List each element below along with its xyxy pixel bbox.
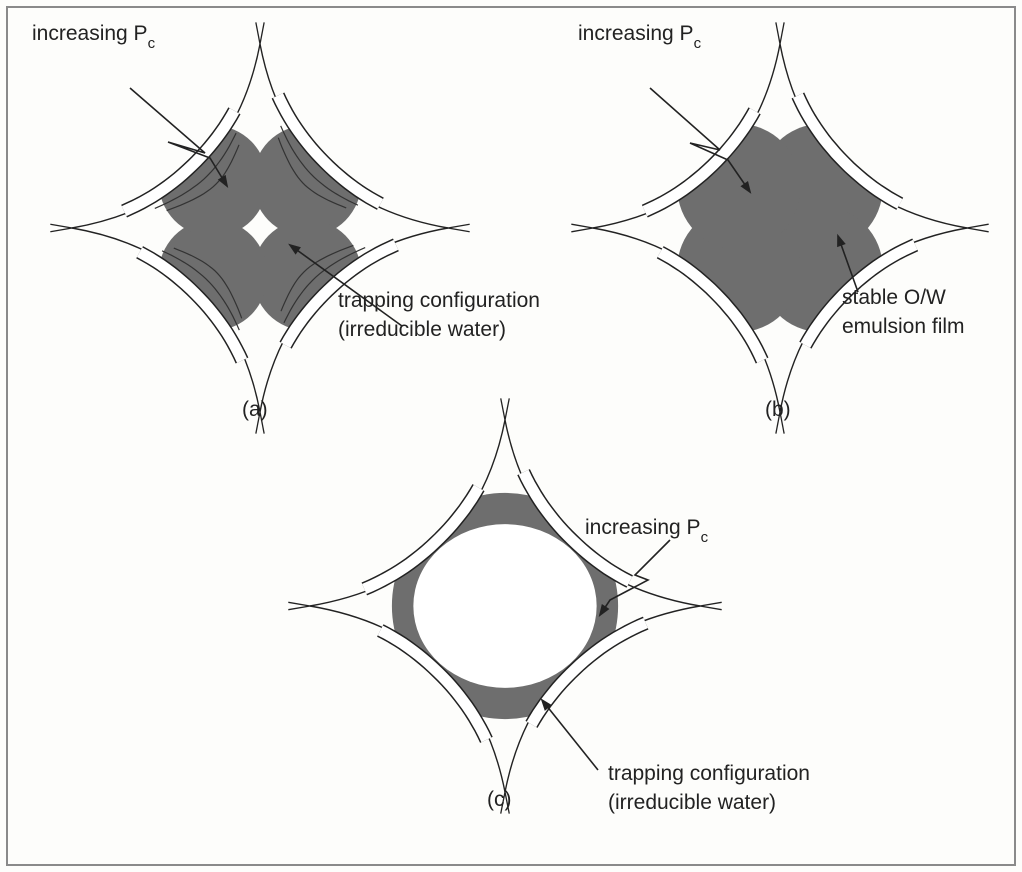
oil-phase xyxy=(391,492,619,720)
water-film xyxy=(136,247,247,363)
interface-arc xyxy=(277,137,347,209)
grain-tip xyxy=(259,22,265,45)
interface-arc xyxy=(283,247,366,324)
water-film xyxy=(377,625,492,743)
grain-tip xyxy=(288,601,311,607)
arrow-c-trapping xyxy=(541,699,599,771)
panel-c-label-trapping-2: (irreducible water) xyxy=(608,791,776,814)
interface-arc xyxy=(166,144,240,212)
interface-arc xyxy=(154,132,237,209)
panel-b-label-increasing-pc: increasing Pc xyxy=(578,22,702,52)
grain-tip xyxy=(775,22,781,45)
grain-tip xyxy=(259,411,265,434)
grain-tip xyxy=(571,223,594,229)
arrow-c-increasing-head xyxy=(598,603,610,617)
pore-b xyxy=(571,22,989,434)
water-droplet xyxy=(413,524,597,688)
water-film xyxy=(121,108,240,217)
arrow-c-increasing xyxy=(599,539,671,616)
interface-arc xyxy=(161,250,240,331)
panel-b-label-emulsion-2: emulsion film xyxy=(842,315,965,338)
panel-a-label-increasing-pc: increasing Pc xyxy=(32,22,156,52)
arrow-a-increasing xyxy=(129,87,228,187)
panel-c-caption: (c) xyxy=(487,788,512,811)
water-film xyxy=(518,469,633,587)
figure-frame xyxy=(6,6,1016,866)
water-film xyxy=(362,484,484,594)
arrow-b-increasing-head xyxy=(740,181,752,194)
interface-arc xyxy=(280,125,359,206)
panel-a-caption: (a) xyxy=(242,398,268,421)
panel-a-label-trapping-1: trapping configuration xyxy=(338,289,540,312)
grain-tip xyxy=(699,601,722,607)
arrow-a-trapping xyxy=(289,244,403,327)
arrow-b-increasing xyxy=(649,87,751,193)
grain-tip xyxy=(504,791,510,814)
grain-tip xyxy=(288,605,311,611)
grain-tip xyxy=(775,411,781,434)
water-film xyxy=(280,239,399,348)
grain-tip xyxy=(966,227,989,233)
grain-tip xyxy=(500,791,506,814)
water-film xyxy=(642,108,760,217)
interface-arc xyxy=(280,244,354,312)
oil-phase xyxy=(158,125,362,331)
water-film xyxy=(792,93,903,209)
water-film xyxy=(657,247,768,363)
grain-tip xyxy=(500,398,506,421)
grain-tip xyxy=(50,223,73,229)
water-film xyxy=(800,239,918,348)
water-film xyxy=(273,93,384,209)
arrow-b-emulsion-head xyxy=(837,233,846,248)
grain-tip xyxy=(447,227,470,233)
grain-tip xyxy=(504,398,510,421)
arrow-a-increasing-head xyxy=(217,174,229,188)
panel-c-label-trapping-1: trapping configuration xyxy=(608,762,810,785)
pore-a xyxy=(50,22,470,434)
grain-tip xyxy=(699,605,722,611)
interface-arc xyxy=(173,247,243,319)
grain-tip xyxy=(571,227,594,233)
panel-b-caption: (b) xyxy=(765,398,791,421)
panel-c-label-increasing-pc: increasing Pc xyxy=(585,516,709,546)
grain-tip xyxy=(255,411,261,434)
grain-tip xyxy=(779,411,785,434)
grain-tip xyxy=(966,223,989,229)
arrow-a-trapping-head xyxy=(288,243,301,255)
grain-tip xyxy=(255,22,261,45)
arrow-c-trapping-head xyxy=(540,698,552,711)
grain-tip xyxy=(447,223,470,229)
grain-tip xyxy=(779,22,785,45)
panel-a-label-trapping-2: (irreducible water) xyxy=(338,318,506,341)
pore-c xyxy=(288,398,722,814)
panel-b-label-emulsion-1: stable O/W xyxy=(842,286,946,309)
grain-tip xyxy=(50,227,73,233)
